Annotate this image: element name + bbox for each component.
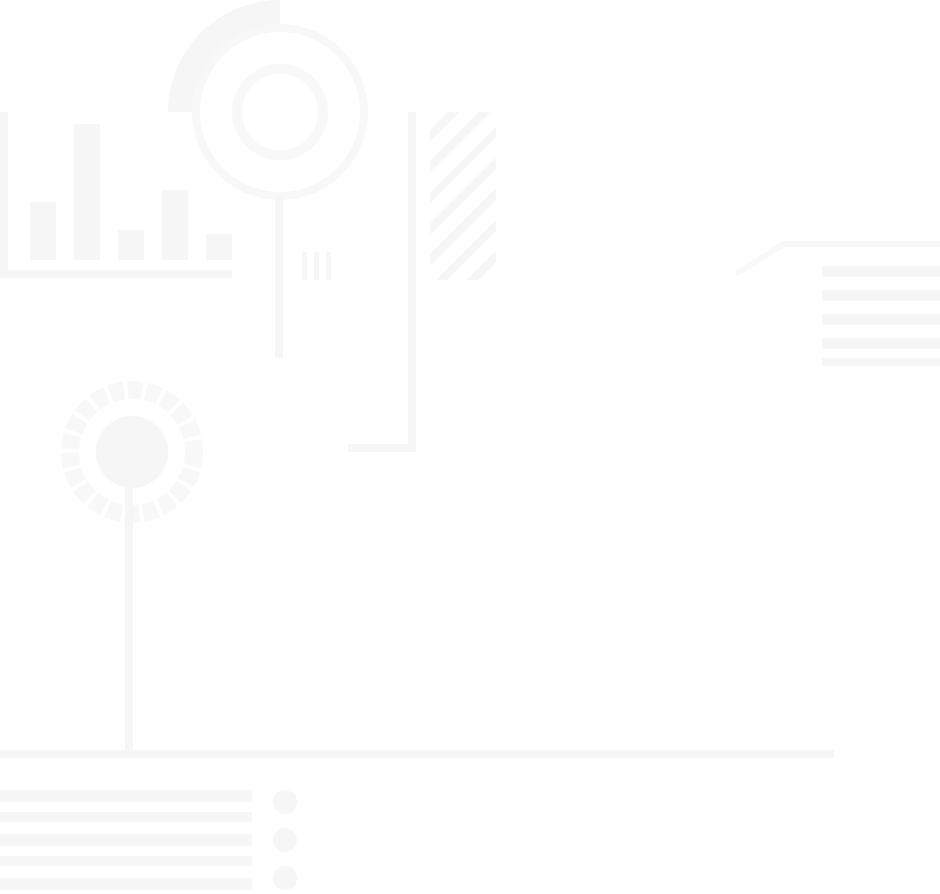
chart-bar	[162, 190, 188, 260]
dial-stem	[125, 486, 133, 756]
panel-text-line	[822, 314, 940, 325]
tick-mark	[302, 252, 307, 280]
target-ring	[192, 24, 368, 200]
tick-mark	[314, 252, 319, 280]
bullet-dot	[273, 866, 297, 890]
panel-text-line	[822, 290, 940, 301]
chart-bar	[74, 124, 100, 260]
panel-text-line	[822, 266, 940, 277]
list-line	[0, 834, 252, 846]
chart-bar	[118, 230, 144, 260]
dial-graphic	[61, 381, 203, 756]
list-line	[0, 790, 252, 802]
tick-mark	[326, 252, 331, 280]
panel-text-line	[822, 338, 940, 349]
list-line	[0, 878, 252, 890]
list-line	[0, 856, 252, 866]
target-inner-ring	[232, 64, 328, 160]
text-panel-graphic	[734, 241, 940, 366]
hatched-block	[430, 112, 496, 280]
target-outer-arc	[168, 0, 280, 112]
chart-bar	[30, 202, 56, 260]
chart-axis-horizontal	[0, 270, 232, 278]
connector-horizontal	[348, 444, 416, 452]
panel-angled-edge	[734, 241, 940, 277]
bullet-dots-graphic	[273, 790, 297, 890]
bullet-dot	[273, 790, 297, 814]
bar-chart-graphic	[0, 112, 232, 278]
chart-axis-vertical	[0, 112, 8, 276]
list-line	[0, 812, 252, 822]
target-graphic	[168, 0, 368, 358]
tick-marks-graphic	[302, 252, 331, 280]
chart-bar	[206, 234, 232, 260]
target-stem	[275, 196, 283, 358]
list-lines-graphic	[0, 790, 252, 890]
dial-center	[96, 416, 168, 488]
bullet-dot	[273, 828, 297, 852]
panel-text-line	[822, 358, 940, 366]
connector-vertical	[408, 112, 416, 452]
connector-graphic	[348, 112, 416, 452]
baseline-divider	[0, 750, 834, 758]
